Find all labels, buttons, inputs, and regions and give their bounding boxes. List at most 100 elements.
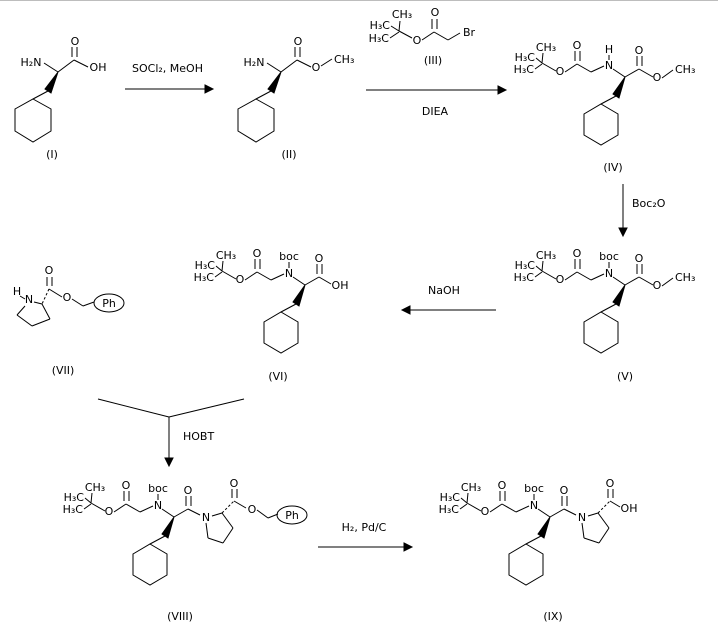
atom-label-h3c: H₃C [370, 19, 391, 32]
arrow-step6 [318, 541, 416, 553]
atom-label-o: O [635, 252, 644, 265]
atom-label-br: Br [463, 26, 476, 39]
atom-label-ch3: CH₃ [675, 271, 695, 284]
atom-label-n: N [25, 293, 33, 306]
structure-IX: CH₃ H₃C H₃C O O boc N O N O OH [439, 477, 638, 586]
atom-label-oh: OH [621, 502, 638, 515]
atom-label-o: O [63, 291, 72, 304]
atom-label-h3c: H₃C [515, 259, 536, 272]
compound-label-IX: (IX) [543, 610, 563, 623]
atom-label-boc: boc [279, 250, 299, 263]
atom-label-o: O [606, 477, 615, 490]
arrow-step4 [400, 304, 498, 316]
atom-label-h2n: H₂N [21, 56, 42, 69]
atom-label-o: O [481, 505, 490, 518]
arrow-step1 [125, 83, 215, 95]
compound-label-VIII: (VIII) [167, 610, 193, 623]
compound-label-I: (I) [46, 148, 58, 161]
structure-I: H₂N O OH [14, 35, 107, 143]
structure-VIII: CH₃ H₃C H₃C O O boc N O N O O Ph [63, 477, 308, 586]
atom-label-h3c: H₃C [440, 491, 461, 504]
compound-II: H₂N O O CH₃ [228, 35, 358, 150]
compound-label-VI: (VI) [268, 370, 288, 383]
arrow-step5-convergence [90, 394, 255, 472]
atom-label-o: O [253, 247, 262, 260]
compound-IV: CH₃ H₃C H₃C O O H N O O CH₃ [513, 38, 718, 150]
atom-label-n: N [605, 267, 613, 280]
reagent-step1: SOCl₂, MeOH [132, 62, 203, 75]
atom-label-h3c: H₃C [194, 271, 215, 284]
atom-label-o: O [635, 44, 644, 57]
compound-VIII: CH₃ H₃C H₃C O O boc N O N O O Ph [62, 477, 312, 590]
atom-label-o: O [122, 479, 131, 492]
compound-I: H₂N O OH [5, 35, 120, 150]
structure-VII: O O H N Ph [13, 264, 125, 327]
structure-II: H₂N O O CH₃ [237, 35, 354, 143]
structure-V: CH₃ H₃C H₃C O O boc N O O CH₃ [514, 247, 695, 354]
atom-label-h3c: H₃C [515, 51, 536, 64]
atom-label-ch3: CH₃ [334, 53, 354, 66]
structure-VI: CH₃ H₃C H₃C O O boc N O OH [194, 247, 349, 354]
atom-label-o: O [653, 279, 662, 292]
compound-label-II: (II) [281, 148, 297, 161]
compound-label-IV: (IV) [603, 161, 623, 174]
atom-label-h3c: H₃C [439, 503, 460, 516]
atom-label-ch3: CH₃ [461, 481, 481, 494]
atom-label-h3c: H₃C [64, 491, 85, 504]
bond-lines [16, 277, 125, 327]
atom-label-o: O [498, 479, 507, 492]
compound-label-V: (V) [616, 370, 634, 383]
atom-label-o: O [248, 503, 257, 516]
atom-label-ch3: CH₃ [392, 8, 412, 21]
atom-label-n: N [285, 267, 293, 280]
reagent-step6: H₂, Pd/C [341, 521, 387, 534]
atom-label-h3c: H₃C [514, 63, 535, 76]
atom-label-ph: Ph [285, 509, 299, 522]
atom-label-oh: OH [332, 279, 349, 292]
atom-label-h: H [13, 285, 21, 298]
bond-lines [534, 51, 674, 146]
compound-IX: CH₃ H₃C H₃C O O boc N O N O OH [438, 477, 653, 590]
atom-label-o: O [573, 247, 582, 260]
atom-label-o: O [45, 264, 54, 277]
atom-label-n: N [530, 499, 538, 512]
atom-label-oh: OH [90, 61, 107, 74]
atom-label-n: N [605, 59, 613, 72]
atom-label-o: O [294, 35, 303, 48]
reagent-step3: Boc₂O [632, 197, 666, 210]
bond-lines [534, 259, 674, 354]
reagent-step2: DIEA [421, 105, 449, 118]
compound-label-III: (III) [423, 54, 443, 67]
atom-label-ch3: CH₃ [216, 249, 236, 262]
atom-label-o: O [573, 39, 582, 52]
atom-label-o: O [413, 34, 422, 47]
atom-label-o: O [315, 252, 324, 265]
atom-label-ch3: CH₃ [536, 249, 556, 262]
atom-label-o: O [653, 71, 662, 84]
reagent-step5: HOBT [183, 430, 215, 443]
atom-label-h3c: H₃C [369, 32, 390, 45]
compound-III: CH₃ H₃C H₃C O O Br [366, 5, 501, 55]
atom-label-o: O [431, 6, 440, 19]
atom-label-boc: boc [599, 250, 619, 263]
compound-label-VII: (VII) [51, 364, 75, 377]
atom-label-o: O [556, 273, 565, 286]
atom-label-h3c: H₃C [514, 271, 535, 284]
atom-label-o: O [105, 505, 114, 518]
atom-label-ch3: CH₃ [85, 481, 105, 494]
reagent-step4: NaOH [428, 284, 460, 297]
bond-lines [459, 489, 621, 586]
atom-label-n: N [578, 511, 586, 524]
atom-label-o: O [71, 35, 80, 48]
atom-label-ch3: CH₃ [536, 41, 556, 54]
atom-label-o: O [184, 484, 193, 497]
compound-VI: CH₃ H₃C H₃C O O boc N O OH [193, 246, 398, 358]
atom-label-ph: Ph [102, 297, 116, 310]
structure-IV: CH₃ H₃C H₃C O O H N O O CH₃ [514, 39, 695, 146]
arrow-step3 [616, 184, 630, 238]
arrow-step2 [366, 84, 511, 96]
structure-III: CH₃ H₃C H₃C O O Br [369, 6, 476, 47]
compound-V: CH₃ H₃C H₃C O O boc N O O CH₃ [513, 246, 718, 358]
atom-label-h3c: H₃C [195, 259, 216, 272]
